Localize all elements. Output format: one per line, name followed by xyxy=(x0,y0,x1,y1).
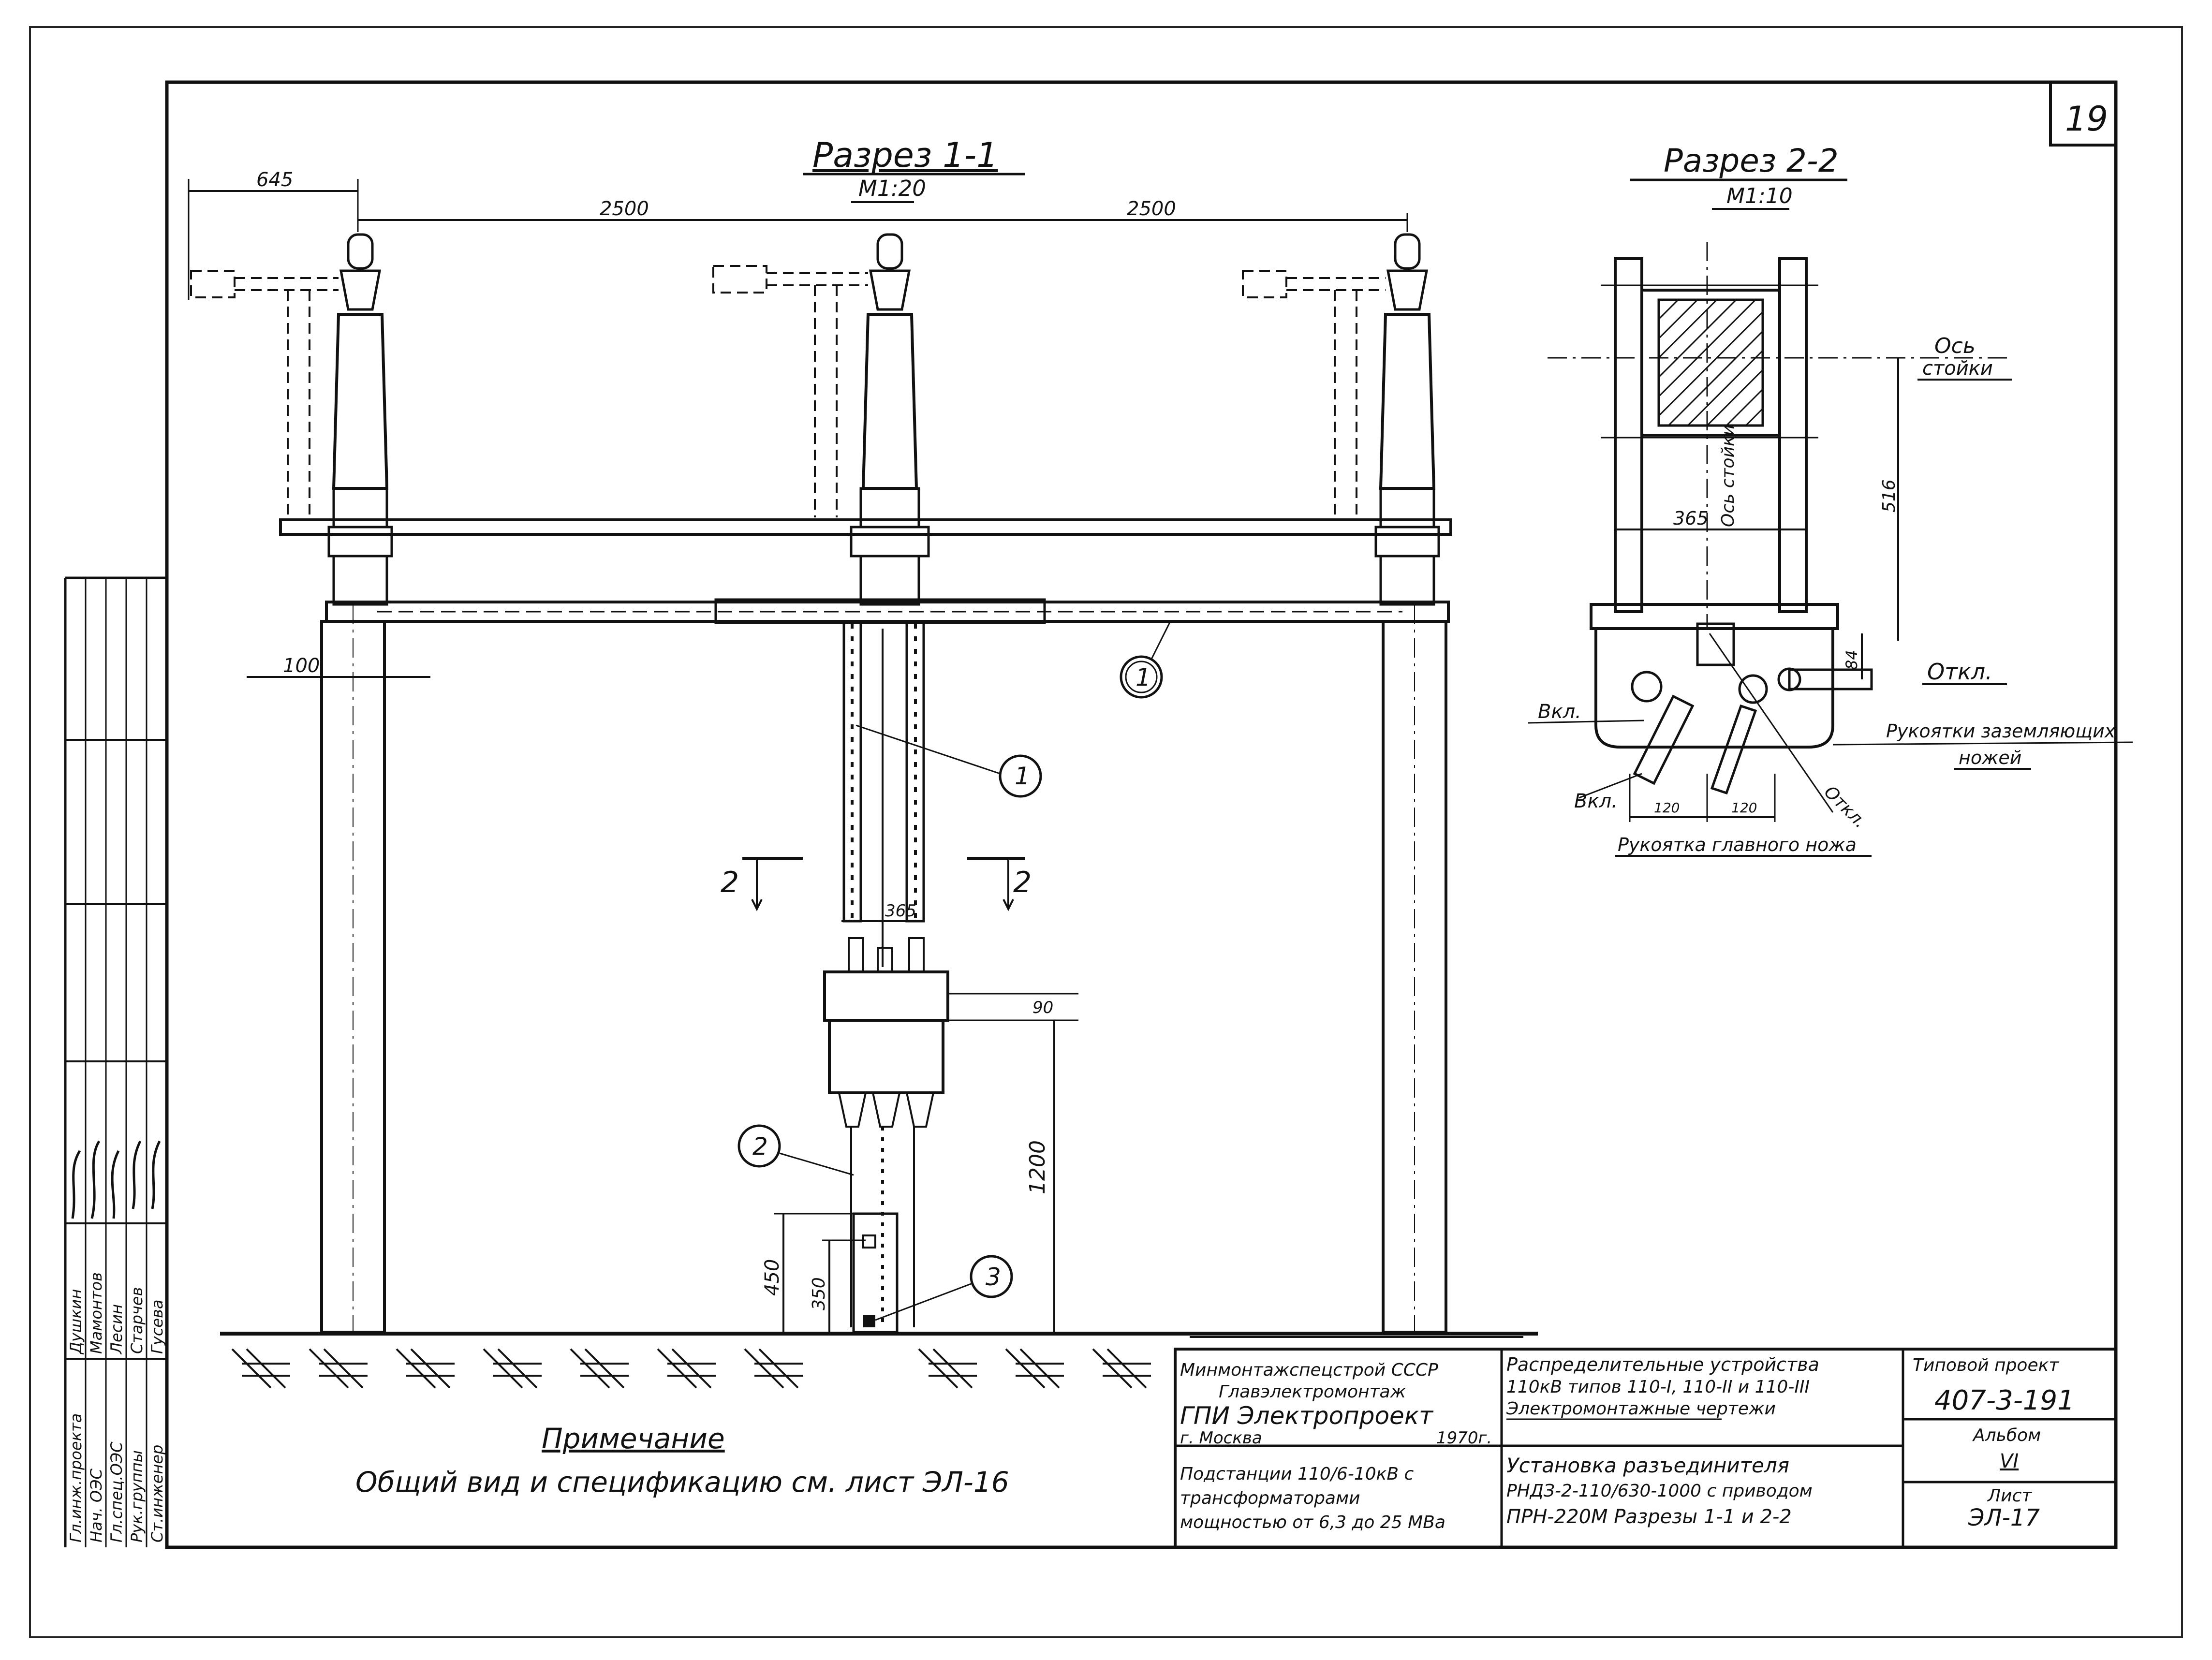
svg-text:1: 1 xyxy=(1135,663,1151,691)
dimension-100: 100 xyxy=(247,655,430,678)
svg-text:2500: 2500 xyxy=(1127,198,1176,220)
svg-text:2: 2 xyxy=(721,866,739,899)
svg-text:ПРН-220М Разрезы 1-1 и 2-2: ПРН-220М Разрезы 1-1 и 2-2 xyxy=(1506,1506,1792,1528)
dimension-365-top: 365 xyxy=(841,901,924,922)
s2-vkl-1: Вкл. xyxy=(1538,701,1581,723)
callout-1-circled: 1 xyxy=(1120,621,1171,699)
s2-otkl-2: Откл. xyxy=(1820,782,1871,832)
s2-handle-earthing-2: ножей xyxy=(1959,747,2021,768)
svg-text:Гусева: Гусева xyxy=(148,1299,166,1354)
dimension-2500-left: 2500 xyxy=(358,198,890,221)
svg-text:Электромонтажные чертежи: Электромонтажные чертежи xyxy=(1506,1399,1776,1419)
svg-text:г. Москва: г. Москва xyxy=(1180,1428,1262,1448)
crossbars xyxy=(279,518,1452,624)
svg-text:Рук.группы: Рук.группы xyxy=(128,1450,146,1542)
svg-text:мощностью от 6,3 до 25 МВа: мощностью от 6,3 до 25 МВа xyxy=(1180,1513,1445,1532)
s2-axis-label: Ось xyxy=(1934,334,1976,358)
svg-text:110кВ типов 110-I, 110-II и 11: 110кВ типов 110-I, 110-II и 110-III xyxy=(1506,1377,1810,1397)
svg-text:Лист: Лист xyxy=(1987,1486,2032,1506)
svg-text:2: 2 xyxy=(1013,866,1032,899)
svg-text:Альбом: Альбом xyxy=(1972,1425,2041,1445)
svg-text:1: 1 xyxy=(1015,762,1030,790)
s2-vkl-2: Вкл. xyxy=(1574,790,1618,812)
svg-text:Распределительные устройства: Распределительные устройства xyxy=(1506,1354,1819,1375)
svg-text:90: 90 xyxy=(1032,998,1053,1017)
svg-text:120: 120 xyxy=(1731,800,1757,816)
svg-text:РНДЗ-2-110/630-1000 с приводом: РНДЗ-2-110/630-1000 с приводом xyxy=(1506,1481,1813,1501)
svg-text:407-3-191: 407-3-191 xyxy=(1934,1385,2075,1416)
svg-text:84: 84 xyxy=(1843,650,1861,670)
callout-2: 2 xyxy=(737,1124,854,1176)
svg-text:Нач. ОЭС: Нач. ОЭС xyxy=(87,1469,105,1542)
note-heading: Примечание xyxy=(542,1422,725,1455)
s2-axis-vertical: Ось стойки xyxy=(1718,425,1738,527)
section-mark-right: 2 xyxy=(967,857,1032,911)
svg-text:1970г.: 1970г. xyxy=(1436,1428,1492,1448)
section-1-title: Разрез 1-1 xyxy=(812,135,998,175)
frame-border xyxy=(165,80,2118,1549)
section-mark-left: 2 xyxy=(721,857,803,911)
s2-axis-label-2: стойки xyxy=(1922,357,1993,380)
sheet-number: 19 xyxy=(2065,99,2108,139)
side-stamp: Гл.инж.проекта Душкин Нач. ОЭС Мамонтов … xyxy=(64,576,167,1547)
svg-text:Душкин: Душкин xyxy=(67,1289,85,1355)
svg-text:516: 516 xyxy=(1879,479,1899,513)
note-text: Общий вид и спецификацию см. лист ЭЛ-16 xyxy=(355,1466,1009,1498)
drive-mechanism xyxy=(823,937,949,1327)
svg-text:Главэлектромонтаж: Главэлектромонтаж xyxy=(1219,1382,1406,1402)
svg-text:Подстанции 110/6-10кВ с: Подстанции 110/6-10кВ с xyxy=(1180,1464,1414,1484)
svg-text:350: 350 xyxy=(809,1277,829,1310)
dimension-645: 645 xyxy=(188,169,359,300)
s2-handle-main: Рукоятка главного ножа xyxy=(1618,834,1857,855)
svg-text:Гл.инж.проекта: Гл.инж.проекта xyxy=(67,1413,85,1542)
svg-text:Лесин: Лесин xyxy=(107,1304,126,1354)
outer-border xyxy=(29,26,2183,1638)
svg-text:Типовой проект: Типовой проект xyxy=(1913,1355,2059,1375)
svg-text:ЭЛ-17: ЭЛ-17 xyxy=(1968,1504,2040,1531)
section-2-scale: М1:10 xyxy=(1726,184,1793,208)
svg-text:100: 100 xyxy=(283,655,320,677)
dimension-2500-right: 2500 xyxy=(890,198,1408,232)
svg-text:ГПИ Электропроект: ГПИ Электропроект xyxy=(1180,1402,1434,1430)
section-1-1: Разрез 1-1 М1:20 645 2500 2500 xyxy=(188,135,1538,1498)
callout-3: 3 xyxy=(875,1255,1013,1321)
s2-handle-earthing-1: Рукоятки заземляющих xyxy=(1886,720,2116,742)
svg-text:Ст.инженер: Ст.инженер xyxy=(148,1445,166,1542)
insulator-right xyxy=(1374,233,1440,606)
earthing-knives-dashed xyxy=(190,265,1386,517)
dimension-1200: 1200 xyxy=(1025,1020,1055,1332)
svg-text:1200: 1200 xyxy=(1025,1140,1050,1194)
svg-text:3: 3 xyxy=(986,1263,1001,1291)
svg-text:Установка разъединителя: Установка разъединителя xyxy=(1506,1454,1789,1477)
callout-1: 1 xyxy=(855,724,1042,798)
signatures xyxy=(71,1140,161,1219)
svg-text:2: 2 xyxy=(752,1132,768,1161)
insulator-middle xyxy=(850,233,930,606)
title-block: Минмонтажспецстрой СССР Главэлектромонта… xyxy=(1174,1348,2117,1549)
svg-text:Мамонтов: Мамонтов xyxy=(87,1272,105,1354)
section-1-scale: М1:20 xyxy=(858,176,926,201)
hatched-column xyxy=(1657,298,1764,427)
insulator-left xyxy=(327,233,393,606)
lower-bracket: 450 350 xyxy=(761,1212,899,1334)
svg-text:2500: 2500 xyxy=(600,198,649,220)
svg-text:Гл.спец.ОЭС: Гл.спец.ОЭС xyxy=(107,1441,126,1542)
section-2-2: Разрез 2-2 М1:10 Ось стойки Ось стойки 3… xyxy=(1528,142,2133,857)
dimension-90: 90 xyxy=(948,993,1078,1021)
svg-text:365: 365 xyxy=(1673,508,1709,529)
svg-text:365: 365 xyxy=(885,901,916,921)
ground-line xyxy=(220,1332,1538,1389)
s2-otkl: Откл. xyxy=(1927,659,1992,685)
svg-text:120: 120 xyxy=(1654,800,1680,816)
svg-text:Старчев: Старчев xyxy=(128,1287,146,1354)
svg-text:450: 450 xyxy=(761,1259,783,1296)
section-2-title: Разрез 2-2 xyxy=(1664,142,1839,179)
sheet-number-box: 19 xyxy=(2049,81,2117,147)
svg-text:VI: VI xyxy=(2000,1450,2019,1472)
svg-text:645: 645 xyxy=(256,169,293,191)
svg-text:трансформаторами: трансформаторами xyxy=(1180,1488,1360,1508)
svg-text:Минмонтажспецстрой СССР: Минмонтажспецстрой СССР xyxy=(1180,1360,1438,1380)
